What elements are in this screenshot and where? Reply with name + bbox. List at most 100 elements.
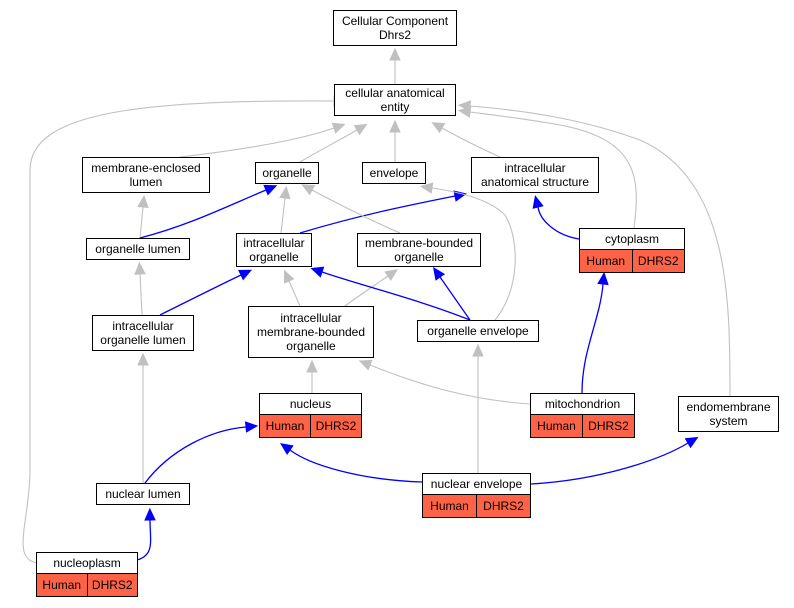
arrowhead <box>433 266 446 281</box>
node-label: organelle lumen <box>95 242 181 256</box>
arrowhead <box>384 269 399 282</box>
edge-part-of-intracellular-organelle-lumen-to-intracellular-organelle <box>159 274 242 316</box>
edge-part-of-nuclear-lumen-to-nucleus <box>144 426 247 484</box>
species-cell: Human <box>537 419 576 433</box>
node-label: cellular anatomical entity <box>345 86 445 114</box>
node-intracellular-anatomical-structure[interactable]: intracellular anatomical structure <box>471 157 599 193</box>
node-label: membrane-enclosed lumen <box>91 161 201 189</box>
arrowhead <box>144 507 156 521</box>
node-label: intracellular anatomical structure <box>480 161 590 189</box>
node-label: envelope <box>369 166 419 180</box>
node-nuclear-lumen[interactable]: nuclear lumen <box>96 483 190 505</box>
edge-is-a-cytoplasm-to-cellular-anatomical-entity <box>469 111 637 229</box>
node-membrane-bounded-organelle[interactable]: membrane-bounded organelle <box>357 233 481 267</box>
arrowhead <box>238 269 253 281</box>
edge-part-of-nuclear-envelope-to-endomembrane-system <box>530 442 689 485</box>
annotation-row: Human DHRS2 <box>531 414 634 437</box>
arrowhead <box>358 359 373 371</box>
edge-is-a-organelle-to-cellular-anatomical-entity <box>299 129 358 163</box>
edge-is-a-mitochondrion-to-intracellular-membrane-bounded-organelle <box>369 364 531 405</box>
edge-is-a-intracellular-membrane-bounded-organelle-to-membrane-bounded-organelle <box>344 275 389 307</box>
gene-cell: DHRS2 <box>476 495 530 517</box>
arrowhead <box>306 359 318 373</box>
node-cellular-anatomical-entity[interactable]: cellular anatomical entity <box>334 84 456 116</box>
species-cell: Human <box>42 578 82 592</box>
arrowhead <box>263 184 278 196</box>
node-label: organelle <box>262 166 312 180</box>
node-organelle[interactable]: organelle <box>255 162 319 184</box>
edge-part-of-intracellular-organelle-to-intracellular-anatomical-structure <box>299 195 456 234</box>
arrowhead <box>389 119 401 133</box>
edge-is-a-endomembrane-system-to-cellular-anatomical-entity <box>469 105 731 397</box>
gene-cell: DHRS2 <box>582 415 634 437</box>
edge-is-a-intracellular-membrane-bounded-organelle-to-intracellular-organelle <box>288 280 301 307</box>
species-cell: Human <box>586 254 626 268</box>
node-root[interactable]: Cellular Component Dhrs2 <box>333 10 457 46</box>
arrowhead <box>431 122 446 134</box>
arrowhead <box>419 182 434 194</box>
node-envelope[interactable]: envelope <box>362 162 426 184</box>
node-intracellular-organelle[interactable]: intracellular organelle <box>236 233 312 267</box>
node-label: endomembrane system <box>686 400 771 428</box>
edge-part-of-cytoplasm-to-intracellular-anatomical-structure <box>537 206 580 240</box>
gene-cell: DHRS2 <box>631 250 685 272</box>
arrowhead <box>283 269 295 284</box>
gene-cell: DHRS2 <box>86 574 138 596</box>
node-label: Cellular Component Dhrs2 <box>341 14 449 42</box>
node-intracellular-membrane-bounded-organelle[interactable]: intracellular membrane-bounded organelle <box>248 306 374 358</box>
species-cell: Human <box>430 499 469 513</box>
edge-part-of-organelle-envelope-to-intracellular-organelle <box>321 271 471 321</box>
node-label: mitochondrion <box>544 397 621 411</box>
edge-is-a-membrane-enclosed-lumen-to-cellular-anatomical-entity <box>179 127 335 158</box>
edge-part-of-organelle-envelope-to-membrane-bounded-organelle <box>439 276 471 321</box>
gene-cell: DHRS2 <box>310 415 361 437</box>
arrowhead <box>244 421 259 433</box>
annotation-row: Human DHRS2 <box>260 414 361 437</box>
node-label: nucleus <box>289 397 332 411</box>
node-label: intracellular organelle lumen <box>100 319 186 347</box>
arrowhead <box>137 194 149 209</box>
edge-part-of-nucleoplasm-to-nuclear-lumen <box>136 519 152 561</box>
annotation-row: Human DHRS2 <box>423 494 530 517</box>
arrowhead <box>301 184 316 196</box>
node-label: organelle envelope <box>427 324 529 338</box>
node-organelle-envelope[interactable]: organelle envelope <box>417 320 539 342</box>
node-label: nuclear lumen <box>105 487 181 501</box>
arrowhead <box>684 436 699 449</box>
annotation-row: Human DHRS2 <box>37 573 137 596</box>
edge-is-a-intracellular-anatomical-structure-to-cellular-anatomical-entity <box>441 127 501 158</box>
node-endomembrane-system[interactable]: endomembrane system <box>678 396 779 432</box>
edge-is-a-intracellular-organelle-to-organelle <box>280 197 286 234</box>
arrowhead <box>457 100 471 112</box>
node-label: cytoplasm <box>604 232 660 246</box>
node-label: membrane-bounded organelle <box>364 236 474 264</box>
node-label: intracellular organelle <box>243 236 305 264</box>
node-label: intracellular membrane-bounded organelle <box>256 311 366 353</box>
node-label: nuclear envelope <box>430 477 523 491</box>
edge-is-a-organelle-lumen-to-membrane-enclosed-lumen <box>139 206 144 239</box>
arrowhead <box>279 443 294 456</box>
arrowhead <box>331 122 346 134</box>
node-intracellular-organelle-lumen[interactable]: intracellular organelle lumen <box>92 315 194 351</box>
arrowhead <box>389 47 401 61</box>
edge-part-of-mitochondrion-to-cytoplasm <box>581 283 604 394</box>
arrowhead <box>353 123 368 136</box>
arrowhead <box>597 271 609 286</box>
arrowhead <box>134 261 146 275</box>
species-cell: Human <box>265 419 305 433</box>
edge-is-a-organelle-envelope-to-envelope <box>431 187 516 321</box>
annotation-row: Human DHRS2 <box>580 249 684 272</box>
arrowhead <box>532 195 544 209</box>
arrowhead <box>472 343 484 357</box>
edge-is-a-nucleoplasm-to-cellular-anatomical-entity <box>22 100 335 564</box>
node-membrane-enclosed-lumen[interactable]: membrane-enclosed lumen <box>82 157 210 193</box>
arrowhead <box>310 266 325 278</box>
edge-part-of-organelle-lumen-to-organelle <box>139 189 267 239</box>
node-organelle-lumen[interactable]: organelle lumen <box>86 238 190 260</box>
